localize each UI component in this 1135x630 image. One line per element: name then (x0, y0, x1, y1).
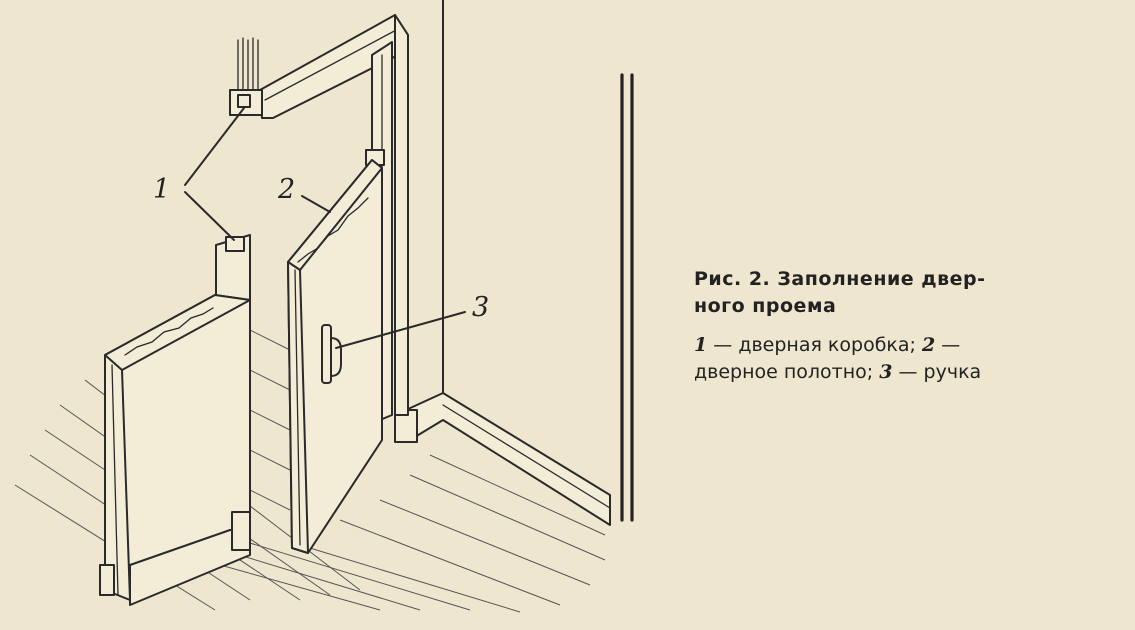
caption-title-line-2: ного проема (694, 295, 837, 317)
legend-text-frame: — дверная коробка; (707, 334, 922, 356)
legend-text-handle: — ручка (892, 361, 982, 383)
caption-legend: 1 — дверная коробка; 2 — дверное полотно… (694, 332, 1119, 386)
callout-1-leaders (184, 107, 245, 241)
wall-partition (99, 294, 251, 606)
callout-2-leader (301, 195, 331, 213)
legend-row-2: дверное полотно; 3 — ручка (694, 359, 1119, 386)
figure-caption: Рис. 2. Заполнение двер- ного проема 1 —… (694, 266, 1119, 386)
legend-row-1: 1 — дверная коробка; 2 — (694, 332, 1119, 359)
caption-title: Рис. 2. Заполнение двер- ного проема (694, 266, 1119, 320)
frame-cross-section (215, 37, 263, 311)
legend-num-3: 3 (879, 361, 893, 383)
callout-1-label: 1 (153, 174, 170, 205)
door-leaf (287, 159, 383, 554)
callout-2-label: 2 (277, 174, 295, 205)
wall-edges (442, 0, 634, 522)
caption-title-line-1: Рис. 2. Заполнение двер- (694, 268, 986, 290)
callout-3-label: 3 (472, 292, 489, 323)
door-handle (321, 324, 342, 384)
legend-dash-2: — (935, 334, 961, 356)
callout-3-leader (335, 311, 466, 349)
legend-text-leaf: дверное полотно; (694, 361, 880, 383)
legend-num-2: 2 (922, 334, 936, 356)
baseboard (394, 392, 611, 526)
legend-num-1: 1 (694, 334, 708, 356)
